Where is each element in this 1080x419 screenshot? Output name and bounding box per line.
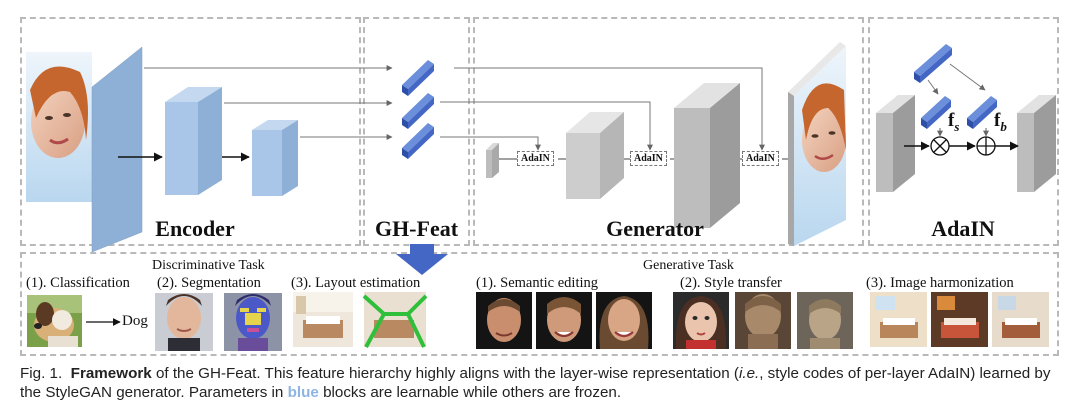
adain-block-2: AdaIN <box>630 151 667 166</box>
fs-label: fs <box>948 110 960 134</box>
ghfeat-title: GH-Feat <box>374 216 459 241</box>
harmonization-image-1 <box>870 292 927 347</box>
task-classification-label: (1). Classification <box>26 275 130 291</box>
segmentation-output-image <box>224 293 282 351</box>
task-semantic-editing-label: (1). Semantic editing <box>476 275 599 291</box>
semantic-editing-face-3 <box>596 292 652 349</box>
semantic-editing-face-2 <box>536 292 592 349</box>
ghfeat-block-1 <box>402 60 434 96</box>
task-segmentation-label: (2). Segmentation <box>157 275 261 291</box>
style-transfer-content-image <box>673 292 729 349</box>
adain-panel <box>868 17 1059 246</box>
generator-title: Generator <box>606 216 704 241</box>
adain-fs-block <box>921 96 951 129</box>
style-transfer-style-image <box>735 292 791 349</box>
style-line-1 <box>454 67 765 151</box>
caption-blue-word: blue <box>287 384 319 401</box>
generative-task-title: Generative Task <box>643 258 734 273</box>
adain-block-3: AdaIN <box>742 151 779 166</box>
adain-fb-block <box>967 96 997 129</box>
encoder-layer-3 <box>252 120 298 196</box>
figure-caption: Fig. 1. Framework of the GH-Feat. This f… <box>20 364 1065 402</box>
add-icon <box>976 136 996 156</box>
task-style-transfer-label: (2). Style transfer <box>680 275 782 291</box>
style-line-3 <box>440 136 541 151</box>
caption-bold: Framework <box>70 365 152 382</box>
tasks-panel <box>20 252 1059 356</box>
layout-output-image <box>362 292 428 348</box>
input-face-image <box>26 52 92 202</box>
generator-output-image <box>788 42 846 246</box>
harmonization-image-2 <box>931 292 988 347</box>
task-harmonization-label: (3). Image harmonization <box>866 275 1014 291</box>
encoder-title: Encoder <box>155 216 235 241</box>
encoder-layer-2 <box>165 87 222 195</box>
generator-layer-1 <box>566 112 624 199</box>
caption-part1: of the GH-Feat. This feature hierarchy h… <box>151 365 739 382</box>
ghfeat-block-2 <box>402 93 434 129</box>
segmentation-input-image <box>155 293 213 351</box>
ghfeat-block-3 <box>402 123 434 159</box>
caption-prefix: Fig. 1. <box>20 365 63 382</box>
caption-part3: blocks are learnable while others are fr… <box>318 384 622 401</box>
ghfeat-to-tasks-arrow <box>396 244 448 275</box>
caption-part2: , style codes of per-layer AdaIN) learne… <box>20 365 1051 401</box>
adain-style-code-block <box>914 44 952 83</box>
layout-input-image <box>293 292 353 347</box>
generator-const-input <box>486 143 499 178</box>
classification-dog-image <box>27 295 82 347</box>
encoder-panel <box>20 17 361 246</box>
discriminative-task-title: Discriminative Task <box>152 258 265 273</box>
generator-layer-2 <box>674 83 740 228</box>
generator-panel <box>473 17 864 246</box>
classification-output-label: Dog <box>122 313 148 329</box>
adain-input-block <box>876 95 915 192</box>
fb-label: fb <box>994 110 1007 134</box>
multiply-icon <box>930 136 950 156</box>
adain-output-block <box>1017 95 1056 192</box>
adain-split-arrow-1 <box>927 79 939 95</box>
style-transfer-result-image <box>797 292 853 349</box>
adain-split-arrow-2 <box>949 63 986 91</box>
encoder-layer-1 <box>91 46 143 253</box>
semantic-editing-face-1 <box>476 292 532 349</box>
adain-block-1: AdaIN <box>517 151 554 166</box>
harmonization-image-3 <box>992 292 1049 347</box>
adain-title: AdaIN <box>931 216 995 241</box>
caption-ie: i.e. <box>738 365 760 382</box>
task-layout-label: (3). Layout estimation <box>291 275 421 291</box>
style-line-2 <box>440 101 653 151</box>
